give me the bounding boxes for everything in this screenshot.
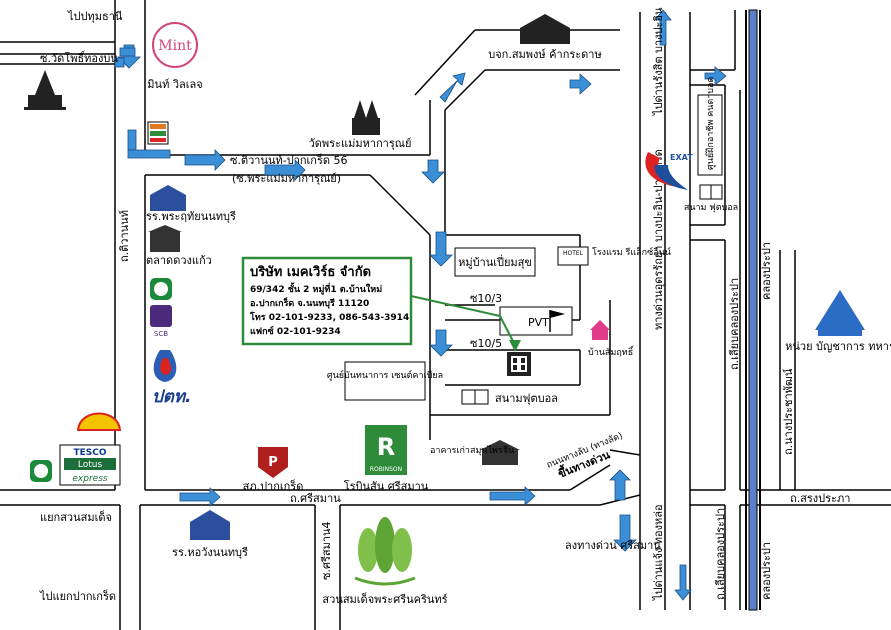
ptt-text: ปตท. <box>152 387 192 407</box>
school-phra-label: รร.พระฤทัยนนทบุรี <box>146 210 236 223</box>
company-pointer <box>410 295 521 352</box>
church-label: วัดพระแม่มหาการุณย์ <box>309 137 412 150</box>
robinson-logo-text: ROBINSON <box>370 466 402 473</box>
school-phra-icon <box>150 185 186 211</box>
canal <box>745 9 761 611</box>
entertainment-label: ศูนย์บันทนาการ เซนต์คาเบียล <box>327 369 443 381</box>
entertainment-box <box>344 361 426 401</box>
soi10-5-label: ซ10/5 <box>470 337 502 350</box>
military-label: หน่วย บัญชาการ ทหาร <box>785 340 891 353</box>
market-label: ตลาดดวงแก้ว <box>146 254 212 267</box>
mint-label: มินท์ วิลเลจ <box>147 78 202 91</box>
village-label: หมู่บ้านเปี่ยมสุข <box>458 254 532 269</box>
house-label: บ้านสัมฤทธิ์ <box>588 345 635 358</box>
soi-phra-mae-label: (ซ.พระแม่มหาการุณย์) <box>232 172 341 185</box>
military-icon <box>815 290 865 336</box>
park-label: สวนสมเด็จพระศรีนครินทร์ <box>322 592 447 606</box>
tesco-lotus-logo: TESCO Lotus express <box>59 444 121 486</box>
lotus-text: Lotus <box>78 460 103 470</box>
warehouse-label: บจก.สมพงษ์ ค้ากระดาษ <box>488 48 602 61</box>
canal-label: คลองประปา <box>760 242 773 300</box>
exat-logo: EXAT <box>645 152 693 190</box>
soi10-3-label: ซ10/3 <box>470 292 502 305</box>
svg-text:R: R <box>377 433 395 461</box>
canal-road-label-2: ถ.เลียบคลองประปา <box>714 508 727 600</box>
police-label: สภ.ปากเกร็ด <box>243 479 304 493</box>
school-wang-label: รร.หอวังนนทบุรี <box>172 546 248 559</box>
landmarks: Mint มินท์ วิลเลจ บจก.สมพงษ์ ค้ากระดาษ ว… <box>24 14 891 606</box>
police-icon: P <box>258 447 288 478</box>
seven-eleven-logo <box>147 121 169 145</box>
robinson-label: โรบินสัน ศรีสมาน <box>344 479 429 493</box>
sport-center-label: ศูนย์ฝึกอาชีพ คนตาบอด <box>704 77 716 170</box>
route-arrows <box>114 9 727 601</box>
hotel-label: โรงแรม รีแล็กซ์อินน์ <box>592 245 671 258</box>
junction-suan-label: แยกสวนสมเด็จ <box>40 510 112 524</box>
company-name: บริษัท เมคเวิร์ธ จำกัด <box>250 264 371 280</box>
football-field-icon <box>461 389 489 405</box>
srisaman-label: ถ.ศรีสมาน <box>290 492 341 505</box>
flag-icon <box>549 310 565 332</box>
church-icon <box>352 100 380 135</box>
kbank-logo-2 <box>30 460 52 482</box>
shell-logo <box>76 412 122 431</box>
expressway-label: ทางด่วนอุดรรัถยา บางปะอิน-ปากเกร็ด <box>651 149 665 330</box>
nangprachaphat-label: ถ.นางประชาพัฒน์ <box>782 368 795 455</box>
company-building-icon <box>507 352 531 376</box>
canal-road-label: ถ.เลียบคลองประปา <box>728 278 741 370</box>
hotel-sign-text: HOTEL <box>563 250 584 257</box>
ptt-logo: ปตท. <box>152 350 192 407</box>
express-text: express <box>72 474 108 484</box>
sport-center-box: ศูนย์ฝึกอาชีพ คนตาบอด <box>697 77 723 176</box>
canal-water <box>748 9 758 611</box>
robinson-logo: R ROBINSON <box>365 425 407 475</box>
sorapapha-label: ถ.สรงประภา <box>790 492 850 505</box>
kbank-logo <box>150 278 172 300</box>
tesco-text: TESCO <box>73 448 106 458</box>
house-icon <box>590 320 610 340</box>
old-building-icon <box>480 440 520 465</box>
scb-logo: SCB <box>150 305 172 338</box>
pvt-label: PVT <box>528 316 549 329</box>
football-label: สนามฟุตบอล <box>495 392 558 405</box>
highway-up-label: ไปด่านรังสิต บางปะอิน <box>652 7 665 116</box>
company-fax: แฟกซ์ 02-101-9234 <box>250 325 341 337</box>
exat-text: EXAT <box>670 153 693 162</box>
market-icon <box>148 225 182 252</box>
company-info-box: บริษัท เมคเวิร์ธ จำกัด 69/342 ชั้น 2 หมู… <box>241 256 413 346</box>
pvt-box <box>499 306 573 336</box>
scb-text: SCB <box>154 330 168 338</box>
srisaman4-label: ซ.ศรีสมาน4 <box>320 521 333 580</box>
expressway-exit-label: ลงทางด่วน ศรีสมาน <box>565 539 661 552</box>
mint-village-logo: Mint <box>152 22 198 68</box>
park-icon <box>354 517 416 586</box>
football-field-2 <box>699 184 723 200</box>
company-box-border <box>241 256 413 346</box>
svg-text:P: P <box>268 455 278 470</box>
company-phone: โทร 02-101-9233, 086-543-3914 <box>249 311 409 323</box>
village-box <box>454 247 536 277</box>
tiwanon-label: ถ.ติวานนท์ <box>118 210 131 262</box>
highway-down-label: ไปด่านแจ้ง ทองหล่อ <box>652 504 665 601</box>
mint-logo-text: Mint <box>158 38 192 54</box>
to-pakkret-junction-label: ไปแยกปากเกร็ด <box>39 589 116 603</box>
wat-pho-thong-bon-label: ซ.วัดโพธิ์ทองบน <box>40 50 118 65</box>
company-address-2: อ.ปากเกร็ด จ.นนทบุรี 11120 <box>250 296 369 309</box>
canal-label-2: คลองประปา <box>760 542 773 600</box>
warehouse-icon <box>520 14 570 44</box>
to-pathum-label: ไปปทุมธานี <box>67 10 123 23</box>
soi-56-label: ซ.ติวานนท์-ปากเกร็ด 56 <box>230 153 348 167</box>
company-address-1: 69/342 ชั้น 2 หมู่ที่1 ต.บ้านใหม่ <box>250 282 382 295</box>
hotel-icon: HOTEL <box>557 246 589 266</box>
school-wang-icon <box>190 510 230 540</box>
football2-label: สนาม ฟุตบอล <box>684 203 738 213</box>
old-building-label: อาคารเก่าสมุนไพรจีน <box>430 445 514 456</box>
temple-icon <box>24 70 66 110</box>
